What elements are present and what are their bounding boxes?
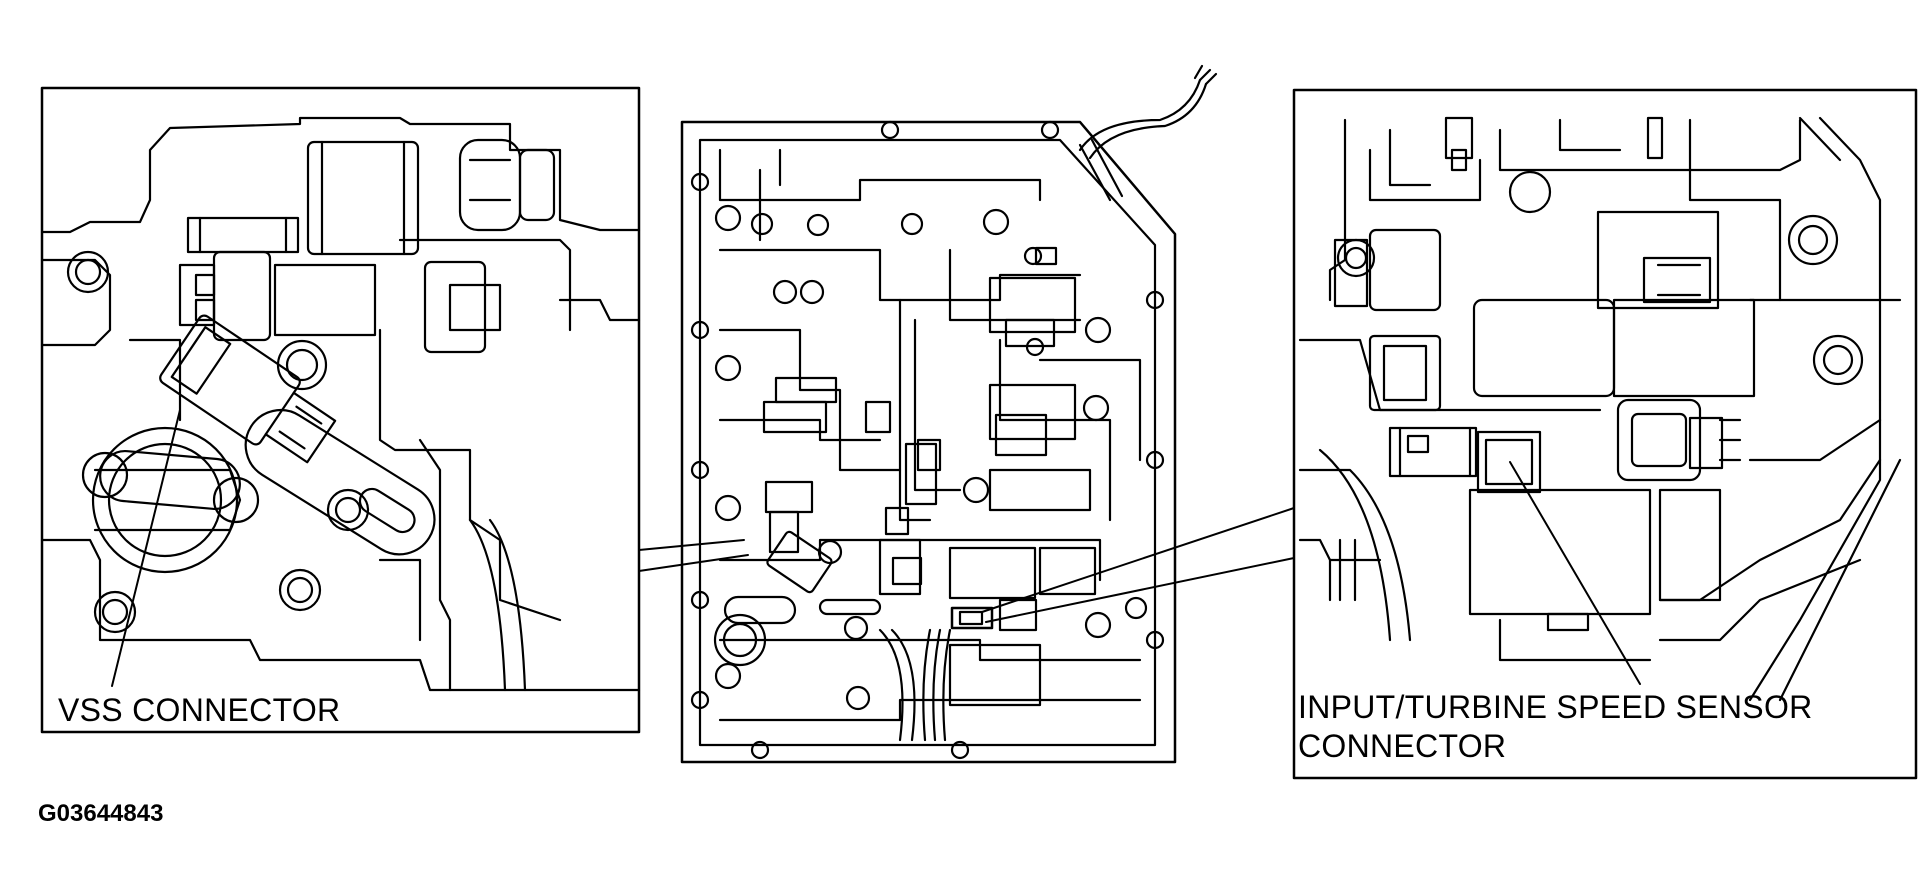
left-detail-panel (40, 86, 641, 734)
figure-id: G03644843 (38, 800, 164, 827)
iss-connector-label-line2: CONNECTOR (1298, 728, 1507, 764)
iss-connector-label-line1: INPUT/TURBINE SPEED SENSOR (1298, 689, 1813, 725)
right-detail-panel (1292, 88, 1918, 780)
vss-connector-label: VSS CONNECTOR (58, 692, 341, 728)
iss-connector-label: INPUT/TURBINE SPEED SENSOR CONNECTOR (1298, 688, 1813, 766)
center-valve-body (680, 64, 1218, 764)
callout-lines (638, 507, 1295, 623)
